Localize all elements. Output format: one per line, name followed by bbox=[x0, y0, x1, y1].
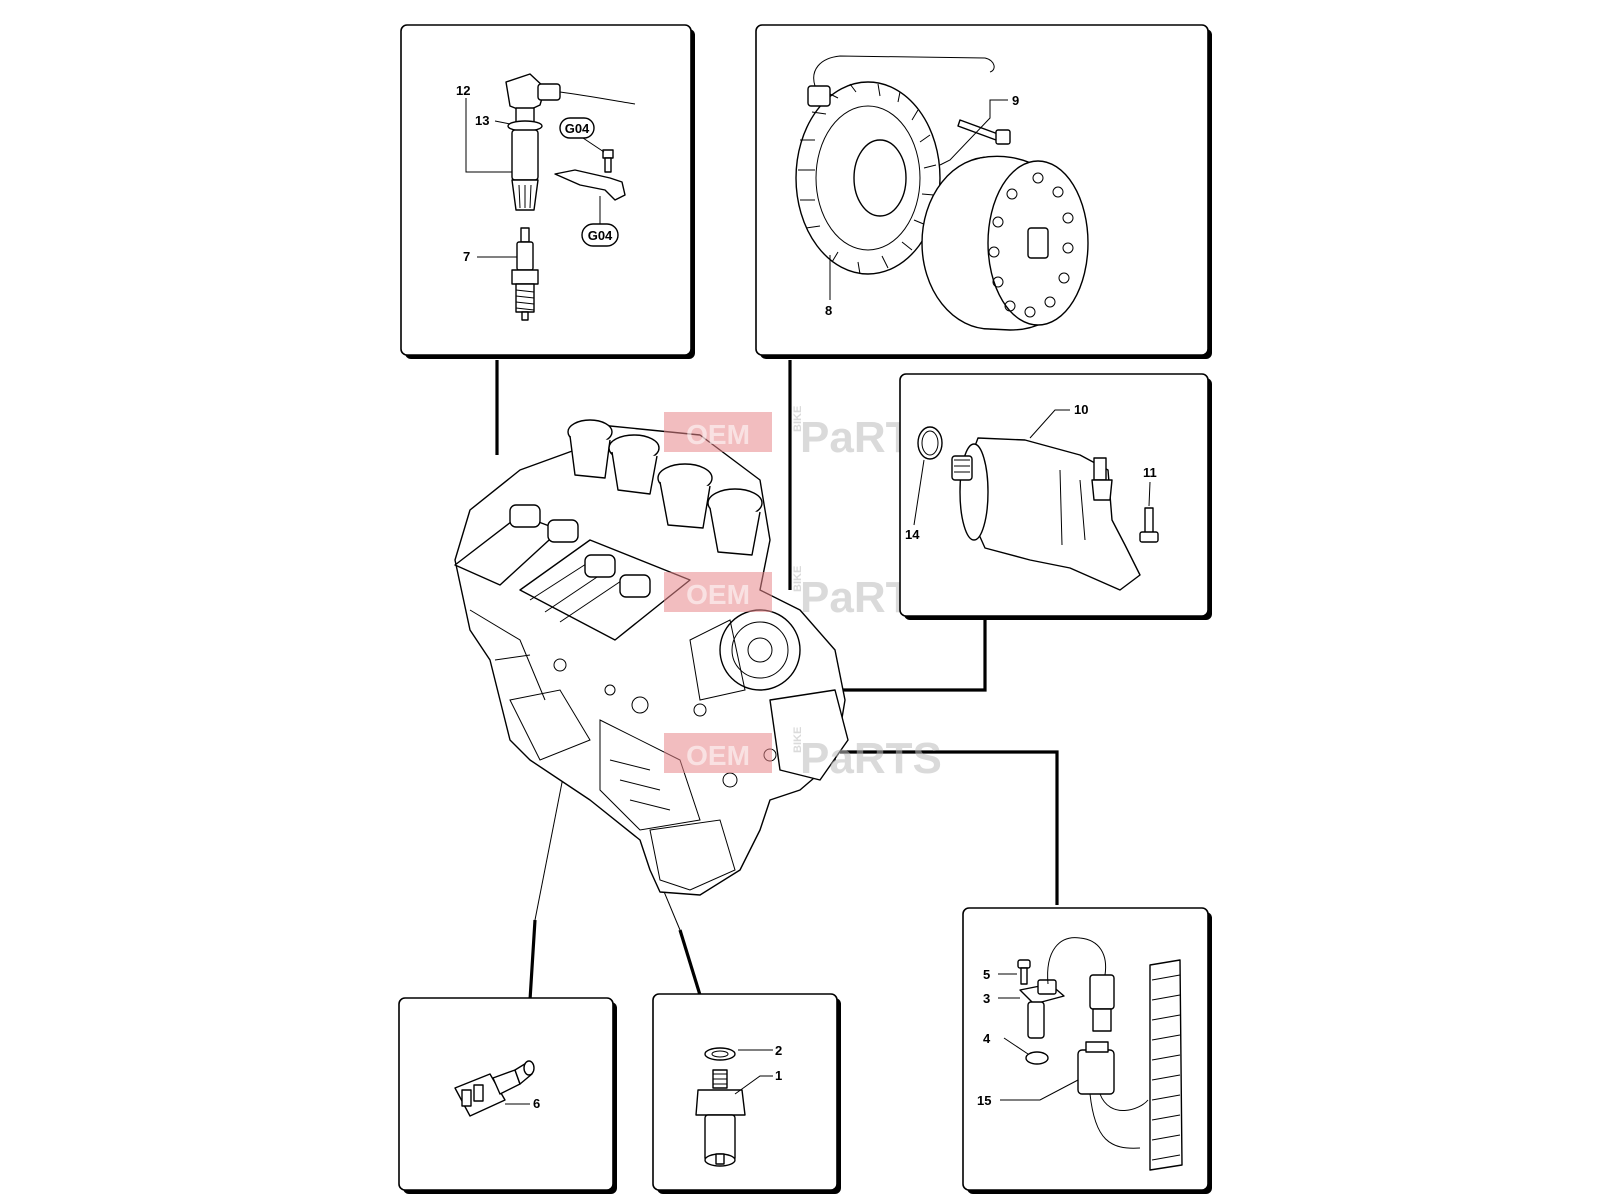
svg-text:BIKE: BIKE bbox=[792, 406, 804, 432]
svg-text:OEM: OEM bbox=[686, 579, 750, 610]
svg-text:9: 9 bbox=[1012, 93, 1019, 108]
alternator-box: 9 8 bbox=[755, 24, 1212, 359]
starter-box: 10 11 14 bbox=[899, 373, 1212, 620]
svg-text:4: 4 bbox=[983, 1031, 991, 1046]
svg-text:10: 10 bbox=[1074, 402, 1088, 417]
ignition-coil bbox=[505, 73, 636, 211]
svg-text:14: 14 bbox=[905, 527, 920, 542]
svg-text:8: 8 bbox=[825, 303, 832, 318]
engine-assembly bbox=[454, 419, 849, 896]
svg-text:11: 11 bbox=[1143, 465, 1157, 480]
svg-text:G04: G04 bbox=[588, 228, 613, 243]
spark-plug bbox=[511, 227, 539, 321]
svg-text:OEM: OEM bbox=[686, 419, 750, 450]
pickup-oring bbox=[1025, 1051, 1049, 1065]
rotor bbox=[921, 155, 1089, 331]
throttle-bodies bbox=[567, 419, 763, 556]
svg-text:3: 3 bbox=[983, 991, 990, 1006]
oil-pressure-box: 2 1 bbox=[652, 993, 841, 1194]
stator bbox=[795, 55, 995, 275]
oil-pressure-switch bbox=[695, 1069, 746, 1167]
pickup-sensor bbox=[1019, 937, 1107, 1039]
alternator-bolt bbox=[957, 119, 1011, 145]
coolant-temp-sensor bbox=[454, 1060, 535, 1117]
watermark-3: OEM BIKE PaRTS bbox=[664, 727, 942, 783]
temp-sensor-box: 6 bbox=[398, 997, 617, 1194]
svg-text:6: 6 bbox=[533, 1096, 540, 1111]
group-ref-tag-1: G04 bbox=[559, 117, 595, 139]
svg-text:BIKE: BIKE bbox=[792, 727, 804, 753]
svg-text:15: 15 bbox=[977, 1093, 991, 1108]
pickup-screw bbox=[1017, 959, 1031, 985]
svg-text:7: 7 bbox=[463, 249, 470, 264]
pickup-harness-connector bbox=[1077, 974, 1149, 1149]
svg-text:OEM: OEM bbox=[686, 740, 750, 771]
svg-text:1: 1 bbox=[775, 1068, 782, 1083]
pickup-sensor-box: 5 3 4 15 bbox=[962, 907, 1212, 1194]
oil-switch-washer bbox=[704, 1047, 736, 1061]
starter-motor bbox=[951, 437, 1141, 591]
svg-text:5: 5 bbox=[983, 967, 990, 982]
svg-text:G04: G04 bbox=[565, 121, 590, 136]
ignition-box: G04 G04 12 13 7 bbox=[400, 24, 695, 359]
svg-text:PaRTS: PaRTS bbox=[800, 734, 942, 783]
coil-bracket bbox=[554, 149, 626, 201]
svg-text:2: 2 bbox=[775, 1043, 782, 1058]
connector-lines bbox=[495, 360, 1059, 1001]
svg-text:13: 13 bbox=[475, 113, 489, 128]
svg-text:BIKE: BIKE bbox=[792, 566, 804, 592]
svg-text:12: 12 bbox=[456, 83, 470, 98]
starter-bolt bbox=[1139, 507, 1159, 543]
group-ref-tag-2: G04 bbox=[581, 223, 619, 247]
